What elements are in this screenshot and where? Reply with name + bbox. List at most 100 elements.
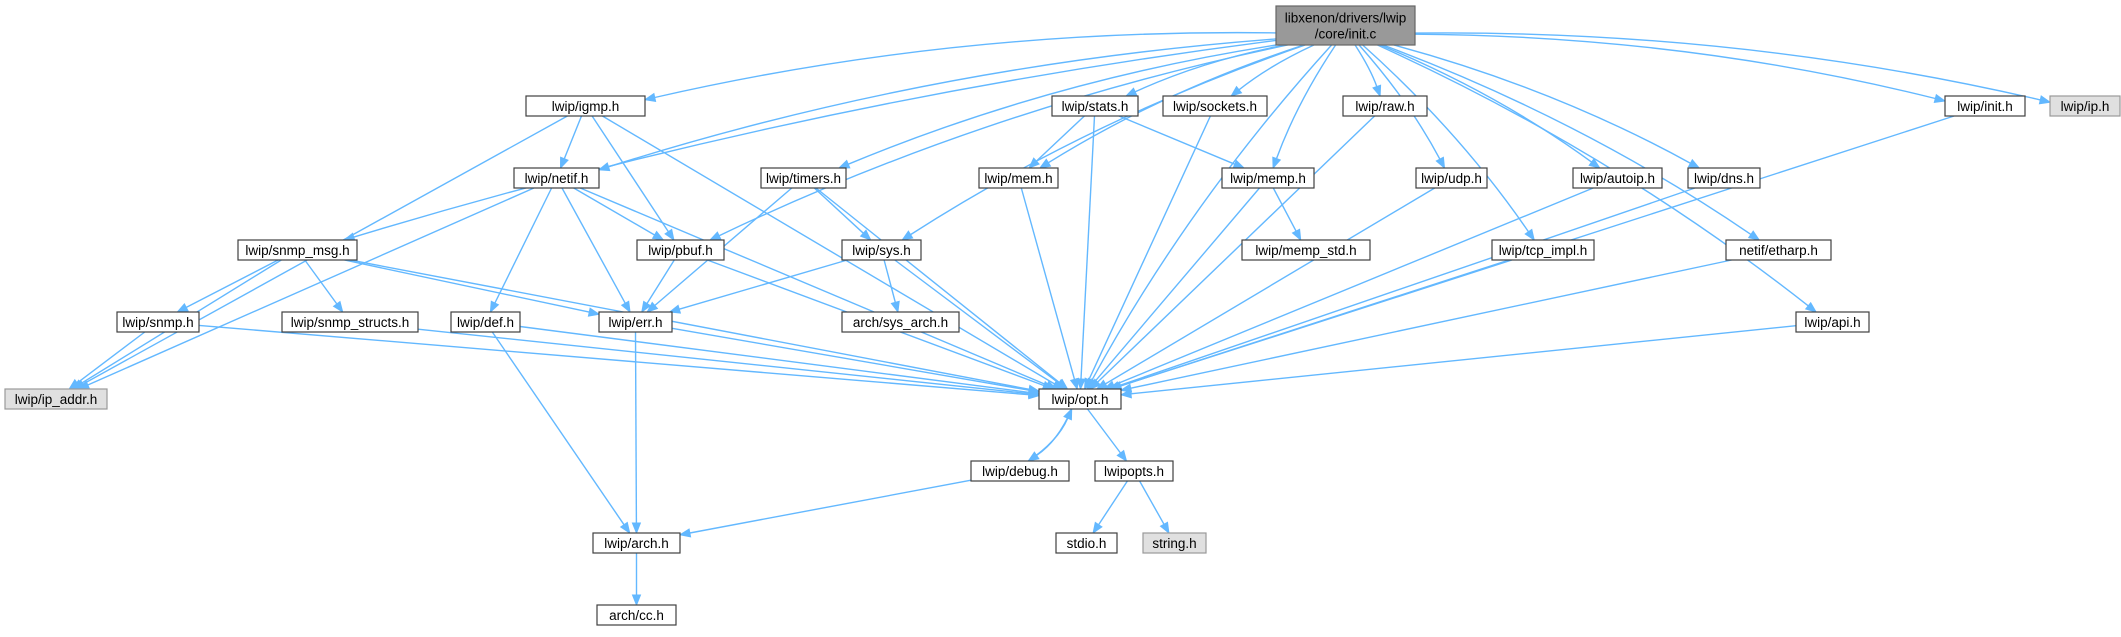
node-raw[interactable]: lwip/raw.h — [1342, 95, 1428, 117]
node-string[interactable]: string.h — [1142, 532, 1207, 554]
edge-memp-to-opt — [1087, 187, 1261, 391]
node-snmp-structs[interactable]: lwip/snmp_structs.h — [281, 311, 419, 333]
node-netif[interactable]: lwip/netif.h — [513, 167, 600, 189]
node-label: netif/etharp.h — [1739, 243, 1818, 258]
node-debug[interactable]: lwip/debug.h — [970, 460, 1070, 482]
node-label: /core/init.c — [1315, 27, 1377, 42]
edge-pbuf-to-err — [641, 259, 675, 314]
node-label: stdio.h — [1067, 536, 1107, 551]
node-label: lwip/netif.h — [525, 171, 589, 186]
node-label: lwip/def.h — [457, 315, 514, 330]
node-label: lwip/timers.h — [766, 171, 841, 186]
edge-snmp_msg-to-snmp_structs — [304, 259, 344, 314]
node-lwipopts[interactable]: lwipopts.h — [1094, 460, 1174, 482]
edge-opt-to-lwipopts — [1086, 408, 1128, 463]
node-label: lwip/memp_std.h — [1255, 243, 1356, 258]
edge-root-to-sys — [901, 44, 1306, 241]
node-label: lwip/tcp_impl.h — [1499, 243, 1588, 258]
edge-sys-to-opt — [894, 259, 1068, 390]
node-stats[interactable]: lwip/stats.h — [1051, 95, 1139, 117]
edge-lwipopts-to-string — [1138, 480, 1170, 535]
edge-lwipopts-to-stdio — [1092, 480, 1128, 535]
edge-igmp-to-pbuf — [591, 115, 675, 242]
edge-netif-to-ip_addr — [77, 187, 535, 390]
edge-root-to-raw — [1354, 44, 1382, 98]
node-stdio[interactable]: stdio.h — [1055, 532, 1118, 554]
node-dns[interactable]: lwip/dns.h — [1687, 167, 1761, 189]
node-arch[interactable]: lwip/arch.h — [592, 532, 681, 554]
node-snmp[interactable]: lwip/snmp.h — [116, 311, 200, 333]
node-label: lwip/udp.h — [1421, 171, 1482, 186]
edge-root-to-api — [1377, 44, 1818, 313]
node-opt[interactable]: lwip/opt.h — [1038, 388, 1122, 410]
edge-autoip-to-opt — [1103, 187, 1594, 390]
node-tcp-impl[interactable]: lwip/tcp_impl.h — [1491, 239, 1595, 261]
node-label: lwip/pbuf.h — [648, 243, 713, 258]
edge-netif-to-opt — [579, 187, 1058, 390]
node-ip[interactable]: lwip/ip.h — [2049, 95, 2121, 117]
edge-sys-to-sys_arch — [883, 259, 900, 314]
node-err[interactable]: lwip/err.h — [598, 311, 673, 333]
node-label: lwip/snmp.h — [122, 315, 193, 330]
edge-def-to-arch — [491, 331, 631, 535]
node-label: lwipopts.h — [1104, 464, 1164, 479]
edge-api-to-opt — [1119, 325, 1797, 399]
file-nodes: libxenon/drivers/lwip/core/init.c lwip/ig… — [4, 5, 2121, 626]
edge-root-to-memp — [1272, 44, 1337, 170]
edge-netif-to-def — [489, 187, 553, 314]
edge-stats-to-memp — [1118, 115, 1246, 169]
node-label: lwip/snmp_structs.h — [291, 315, 410, 330]
node-label: lwip/mem.h — [984, 171, 1052, 186]
node-sys-arch[interactable]: arch/sys_arch.h — [841, 311, 960, 333]
edge-timers-to-sys — [813, 187, 872, 241]
node-sys[interactable]: lwip/sys.h — [841, 239, 922, 261]
edge-err-to-opt — [671, 327, 1041, 395]
edge-udp-to-opt — [1095, 187, 1436, 390]
node-label: lwip/api.h — [1804, 315, 1860, 330]
node-sockets[interactable]: lwip/sockets.h — [1162, 95, 1268, 117]
edge-dns-to-opt — [1107, 187, 1696, 391]
edge-netif-to-pbuf — [573, 187, 665, 241]
node-label: lwip/igmp.h — [552, 99, 620, 114]
node-label: lwip/sys.h — [852, 243, 911, 258]
node-root[interactable]: libxenon/drivers/lwip/core/init.c — [1275, 5, 1416, 46]
edge-stats-to-mem — [1028, 115, 1085, 169]
node-pbuf[interactable]: lwip/pbuf.h — [636, 239, 725, 261]
edge-root-to-init — [1414, 33, 1947, 103]
node-label: lwip/dns.h — [1694, 171, 1754, 186]
edge-snmp_msg-to-snmp — [176, 259, 279, 313]
edge-root-to-dns — [1393, 44, 1701, 169]
node-label: libxenon/drivers/lwip — [1285, 11, 1407, 26]
node-timers[interactable]: lwip/timers.h — [760, 167, 847, 189]
edge-memp-to-memp_std — [1272, 187, 1302, 242]
edge-root-to-snmp_msg — [342, 39, 1277, 242]
node-cc[interactable]: arch/cc.h — [596, 604, 677, 626]
node-memp[interactable]: lwip/memp.h — [1221, 167, 1315, 189]
edge-mem-to-opt — [1020, 187, 1079, 391]
edge-root-to-sockets — [1230, 44, 1315, 97]
edge-snmp_msg-to-err — [344, 259, 601, 317]
node-snmp-msg[interactable]: lwip/snmp_msg.h — [237, 239, 358, 261]
node-label: lwip/init.h — [1957, 99, 2013, 114]
edge-root-to-autoip — [1380, 44, 1601, 169]
node-init[interactable]: lwip/init.h — [1944, 95, 2026, 117]
node-mem[interactable]: lwip/mem.h — [978, 167, 1059, 189]
node-etharp[interactable]: netif/etharp.h — [1725, 239, 1832, 261]
edge-root-to-pbuf — [708, 44, 1288, 241]
node-label: lwip/ip_addr.h — [15, 392, 98, 407]
node-label: lwip/snmp_msg.h — [245, 243, 349, 258]
node-udp[interactable]: lwip/udp.h — [1415, 167, 1488, 189]
node-autoip[interactable]: lwip/autoip.h — [1572, 167, 1663, 189]
node-api[interactable]: lwip/api.h — [1795, 311, 1870, 333]
node-ip-addr[interactable]: lwip/ip_addr.h — [4, 388, 108, 410]
node-def[interactable]: lwip/def.h — [450, 311, 521, 333]
edge-arch-to-cc — [631, 553, 642, 607]
edge-stats-to-opt — [1076, 115, 1096, 391]
edge-tcp_impl-to-opt — [1109, 259, 1513, 391]
edge-snmp-to-ip_addr — [68, 331, 146, 390]
edge-root-to-igmp — [643, 31, 1277, 103]
node-memp-std[interactable]: lwip/memp_std.h — [1241, 239, 1371, 261]
edge-root-to-tcp_impl — [1362, 44, 1535, 242]
node-igmp[interactable]: lwip/igmp.h — [525, 95, 646, 117]
